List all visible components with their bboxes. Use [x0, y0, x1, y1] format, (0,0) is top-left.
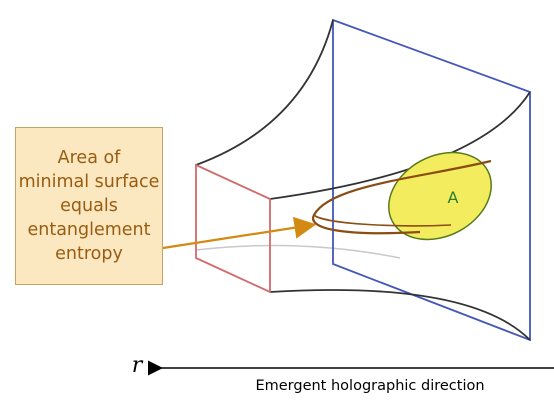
callout-line: Area of	[57, 148, 121, 168]
callout-line: minimal surface	[18, 172, 160, 192]
callout-box: Area of minimal surface equals entanglem…	[15, 127, 163, 285]
callout-line: equals	[60, 196, 118, 216]
minimal-surface-lower	[313, 214, 452, 227]
hidden-bottom-edge	[195, 244, 401, 259]
callout-line: entropy	[55, 244, 123, 264]
axis-variable: r	[132, 353, 144, 378]
pointer-arrow	[162, 216, 317, 250]
inner-square	[195, 163, 271, 294]
region-a-label: A	[448, 188, 459, 207]
axis-caption: Emergent holographic direction	[255, 378, 484, 394]
minimal-surface-upper	[312, 159, 492, 235]
callout-line: entanglement	[27, 220, 151, 240]
region-a	[388, 151, 492, 241]
curved-edge-top-back	[195, 19, 334, 166]
curved-edge-bottom-front	[269, 289, 531, 341]
